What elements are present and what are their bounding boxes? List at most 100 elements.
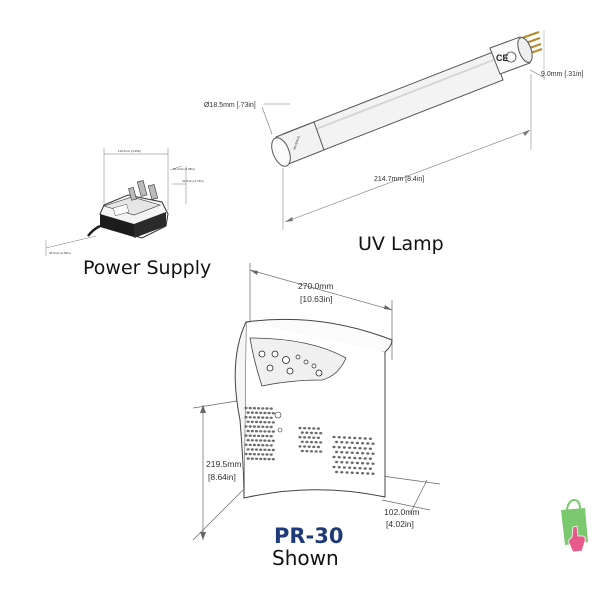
vent-hole xyxy=(252,434,256,437)
vent-hole xyxy=(298,436,302,439)
vent-hole xyxy=(353,466,357,470)
vent-hole xyxy=(366,462,370,465)
vent-hole xyxy=(371,452,375,455)
vent-hole xyxy=(358,457,362,460)
lamp-pin-label: 9.0mm [.31in] xyxy=(541,71,583,78)
vent-hole xyxy=(368,457,372,460)
vent-hole xyxy=(254,448,259,451)
vent-hole xyxy=(350,451,354,454)
vent-hole xyxy=(316,436,320,439)
vent-hole xyxy=(316,445,320,449)
vent-hole xyxy=(267,411,271,415)
vent-hole xyxy=(265,407,269,410)
vent-hole xyxy=(257,425,261,428)
vent-hole xyxy=(358,467,362,470)
vent-hole xyxy=(248,452,252,456)
vent-hole xyxy=(257,443,261,447)
vent-hole xyxy=(250,457,254,460)
unit-height-in: [8.64in] xyxy=(208,472,236,482)
vent-hole xyxy=(319,441,323,444)
vent-hole xyxy=(261,407,265,410)
vent-hole xyxy=(314,431,318,435)
vent-hole xyxy=(355,441,359,445)
vent-hole xyxy=(252,453,256,456)
vent-hole xyxy=(248,434,252,437)
vent-hole xyxy=(269,453,273,456)
vent-hole xyxy=(259,439,263,442)
vent-hole xyxy=(345,461,349,464)
vent-hole xyxy=(263,421,267,424)
vent-hole xyxy=(355,471,359,475)
vent-hole xyxy=(342,456,346,459)
vent-hole xyxy=(363,457,367,460)
ce-mark: CE xyxy=(496,53,509,63)
vent-hole xyxy=(307,445,311,448)
vent-hole xyxy=(358,447,362,450)
vent-hole xyxy=(261,425,265,428)
vent-hole xyxy=(350,461,354,464)
vent-hole xyxy=(259,420,263,424)
vent-hole xyxy=(355,451,359,455)
power-supply-caption: Power Supply xyxy=(83,257,212,279)
vent-hole xyxy=(303,445,307,448)
vent-hole xyxy=(259,430,263,433)
vent-hole xyxy=(312,427,316,430)
vent-hole xyxy=(353,456,357,460)
vent-hole xyxy=(335,460,339,464)
vent-hole xyxy=(265,434,269,438)
vent-hole xyxy=(312,445,316,449)
vent-hole xyxy=(305,440,309,444)
vent-hole xyxy=(246,448,250,451)
vent-hole xyxy=(254,457,259,460)
vent-hole xyxy=(271,430,275,433)
vent-hole xyxy=(261,434,265,438)
vent-hole xyxy=(265,453,269,456)
vent-hole xyxy=(340,461,344,464)
vent-hole xyxy=(309,450,314,453)
vent-hole xyxy=(353,446,357,450)
vent-hole xyxy=(254,420,259,424)
vent-hole xyxy=(269,444,273,447)
vent-hole xyxy=(259,448,263,451)
vent-hole xyxy=(342,466,346,469)
vent-hole xyxy=(252,416,256,419)
vent-hole xyxy=(248,425,252,428)
vent-hole xyxy=(340,471,344,474)
vent-hole xyxy=(314,441,318,444)
vent-hole xyxy=(246,457,250,460)
vent-hole xyxy=(348,466,352,469)
vent-hole xyxy=(267,439,271,442)
svg-text:NEVERUS: NEVERUS xyxy=(292,135,301,150)
vent-hole xyxy=(271,458,275,461)
vent-hole xyxy=(265,444,269,447)
vent-hole xyxy=(271,412,275,415)
vent-hole xyxy=(263,457,267,461)
vent-hole xyxy=(358,437,362,440)
vent-hole xyxy=(267,421,271,424)
vent-hole xyxy=(250,439,254,442)
vent-hole xyxy=(363,447,367,450)
vent-hole xyxy=(319,450,323,453)
vent-hole xyxy=(250,448,254,451)
vent-hole xyxy=(363,437,367,440)
vent-hole xyxy=(254,439,259,442)
vent-hole xyxy=(350,441,354,444)
unit-depth-in: [4.02in] xyxy=(386,519,414,529)
vent-hole xyxy=(254,430,259,433)
vent-hole xyxy=(312,436,316,439)
vent-hole xyxy=(250,429,254,433)
vent-hole xyxy=(259,411,263,415)
vent-hole xyxy=(366,472,370,475)
shopping-bag-hand-icon xyxy=(561,498,588,553)
model-label: PR-30 xyxy=(274,524,344,548)
vent-hole xyxy=(309,440,314,444)
unit-width-mm: 270.0mm xyxy=(298,281,333,291)
vent-hole xyxy=(371,462,375,465)
vent-hole xyxy=(250,411,254,414)
vent-hole xyxy=(337,446,341,449)
vent-hole xyxy=(248,416,252,419)
vent-hole xyxy=(337,466,341,469)
vent-hole xyxy=(316,427,320,430)
vent-hole xyxy=(250,420,254,424)
